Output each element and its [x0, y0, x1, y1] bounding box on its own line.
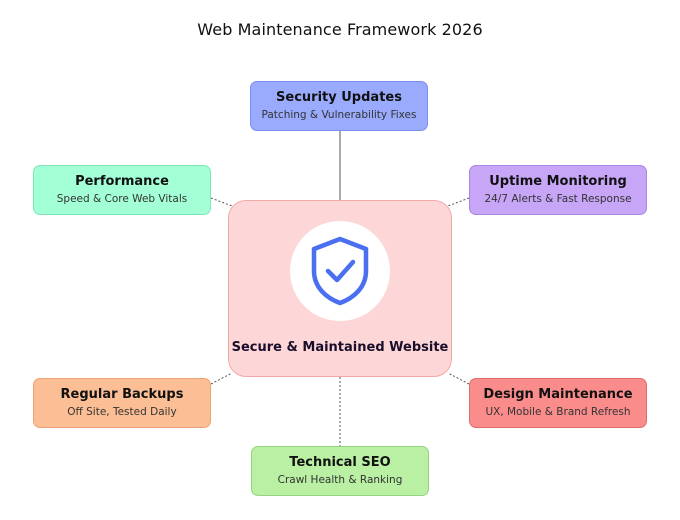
- node-performance: Performance Speed & Core Web Vitals: [33, 165, 211, 215]
- node-subtitle: Patching & Vulnerability Fixes: [261, 109, 417, 121]
- node-title: Security Updates: [276, 90, 402, 105]
- connector-uptime: [447, 197, 470, 207]
- connector-design: [447, 372, 470, 385]
- node-subtitle: 24/7 Alerts & Fast Response: [484, 193, 632, 205]
- shield-check-icon: [311, 236, 369, 306]
- connector-performance: [210, 197, 233, 207]
- node-uptime-monitoring: Uptime Monitoring 24/7 Alerts & Fast Res…: [469, 165, 647, 215]
- node-technical-seo: Technical SEO Crawl Health & Ranking: [251, 446, 429, 496]
- node-design-maintenance: Design Maintenance UX, Mobile & Brand Re…: [469, 378, 647, 428]
- node-title: Regular Backups: [60, 387, 184, 402]
- node-title: Technical SEO: [289, 455, 391, 470]
- node-subtitle: Off Site, Tested Daily: [67, 406, 177, 418]
- node-subtitle: UX, Mobile & Brand Refresh: [485, 406, 631, 418]
- diagram-title: Web Maintenance Framework 2026: [197, 20, 483, 39]
- node-subtitle: Crawl Health & Ranking: [277, 474, 403, 486]
- node-security-updates: Security Updates Patching & Vulnerabilit…: [250, 81, 428, 131]
- center-hub: Secure & Maintained Website: [228, 200, 452, 377]
- connector-backups: [210, 372, 233, 385]
- node-regular-backups: Regular Backups Off Site, Tested Daily: [33, 378, 211, 428]
- center-label: Secure & Maintained Website: [231, 340, 449, 355]
- node-title: Uptime Monitoring: [489, 174, 627, 189]
- node-subtitle: Speed & Core Web Vitals: [56, 193, 188, 205]
- node-title: Design Maintenance: [483, 387, 633, 402]
- node-title: Performance: [75, 174, 169, 189]
- icon-circle: [290, 221, 390, 321]
